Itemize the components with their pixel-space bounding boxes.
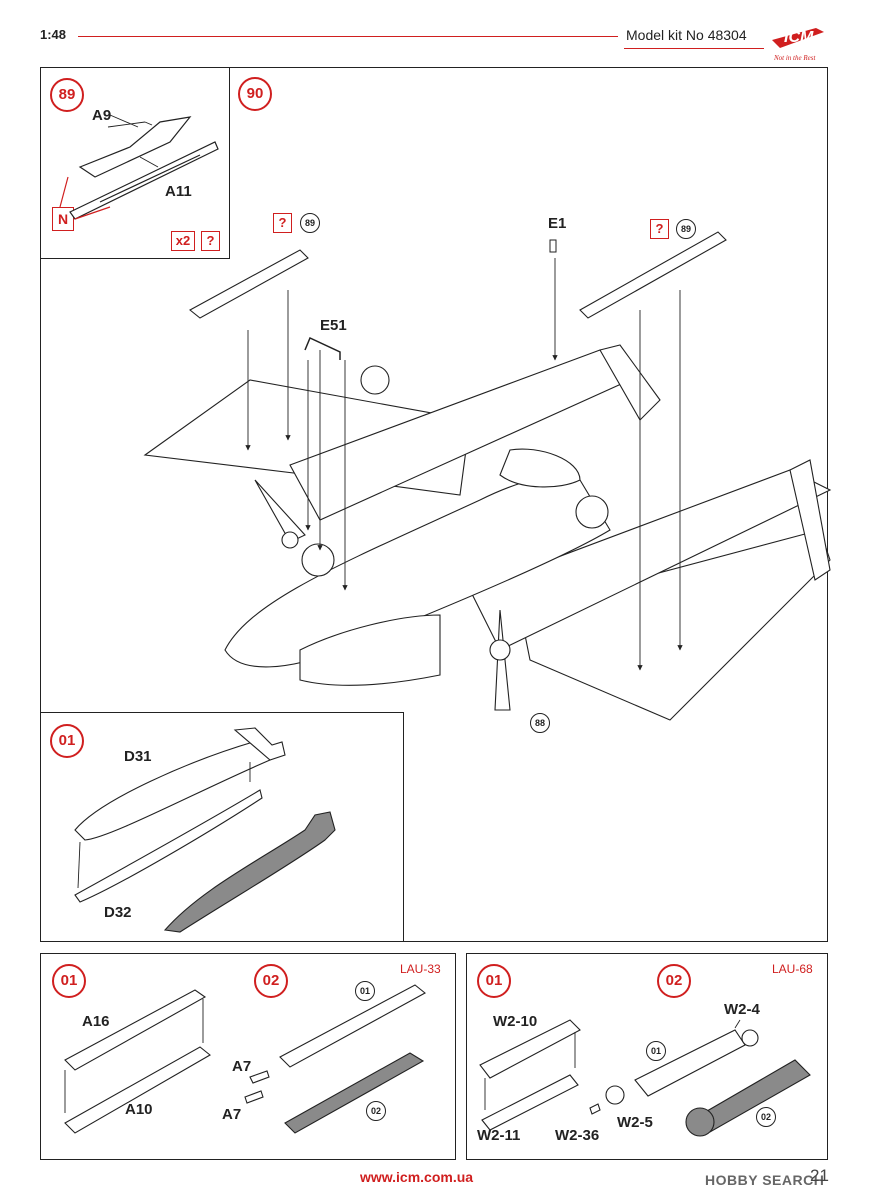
part-a10-label: A10 [125, 1101, 153, 1118]
lau-33-panel [40, 953, 456, 1160]
part-w2-5-label: W2-5 [617, 1114, 653, 1131]
watermark: HOBBY SEARCH [705, 1172, 825, 1188]
logo-text: ICM [784, 29, 814, 46]
lau-68-ref-01: 01 [646, 1041, 666, 1061]
kit-number: Model kit No 48304 [626, 27, 747, 43]
part-w2-4-label: W2-4 [724, 1001, 760, 1018]
icm-logo: ICM Not in the Rest [772, 28, 824, 62]
part-w2-36-label: W2-36 [555, 1127, 600, 1144]
ref-step-89-left: 89 [300, 213, 320, 233]
step-90-number: 90 [238, 77, 272, 111]
part-a7-label-top: A7 [232, 1058, 252, 1075]
scale-label: 1:48 [40, 27, 67, 42]
lau-68-step-02: 02 [657, 964, 691, 998]
lau-33-title: LAU-33 [400, 962, 441, 976]
step-89-drawing [59, 114, 219, 220]
lau-33-drawing [64, 984, 426, 1134]
lau-33-ref-02: 02 [366, 1101, 386, 1121]
lau-33-ref-01: 01 [355, 981, 375, 1001]
step-89-number: 89 [50, 78, 84, 112]
part-a9-label: A9 [92, 107, 112, 124]
part-a16-label: A16 [82, 1013, 110, 1030]
quantity-x2-box: x2 [171, 231, 195, 251]
part-d31-label: D31 [124, 748, 152, 765]
question-box-left-pylon: ? [273, 213, 292, 233]
logo-tagline: Not in the Rest [773, 54, 816, 62]
part-a11-label: A11 [165, 183, 192, 200]
header-rule [78, 36, 618, 37]
lau-33-step-02: 02 [254, 964, 288, 998]
lau-68-drawing [479, 1019, 811, 1137]
step-01-number: 01 [50, 724, 84, 758]
part-w2-11-label: W2-11 [477, 1127, 521, 1144]
note-n-box: N [52, 207, 74, 231]
part-d32-label: D32 [104, 904, 132, 921]
question-box-right-pylon: ? [650, 219, 669, 239]
part-a7-label-bottom: A7 [222, 1106, 242, 1123]
header-rule-right [624, 48, 764, 49]
aircraft-drawing [143, 231, 832, 721]
part-e1-label: E1 [548, 215, 567, 232]
lau-33-step-01: 01 [52, 964, 86, 998]
lau-68-step-01: 01 [477, 964, 511, 998]
part-e51-label: E51 [320, 317, 347, 334]
footer-url[interactable]: www.icm.com.ua [360, 1169, 474, 1185]
lau-68-title: LAU-68 [772, 962, 813, 976]
drop-tank-drawing [74, 727, 336, 933]
part-w2-10-label: W2-10 [493, 1013, 538, 1030]
page-number: 21 [810, 1166, 829, 1185]
ref-step-88: 88 [530, 713, 550, 733]
question-box-89: ? [201, 231, 220, 251]
lau-68-ref-02: 02 [756, 1107, 776, 1127]
ref-step-89-right: 89 [676, 219, 696, 239]
